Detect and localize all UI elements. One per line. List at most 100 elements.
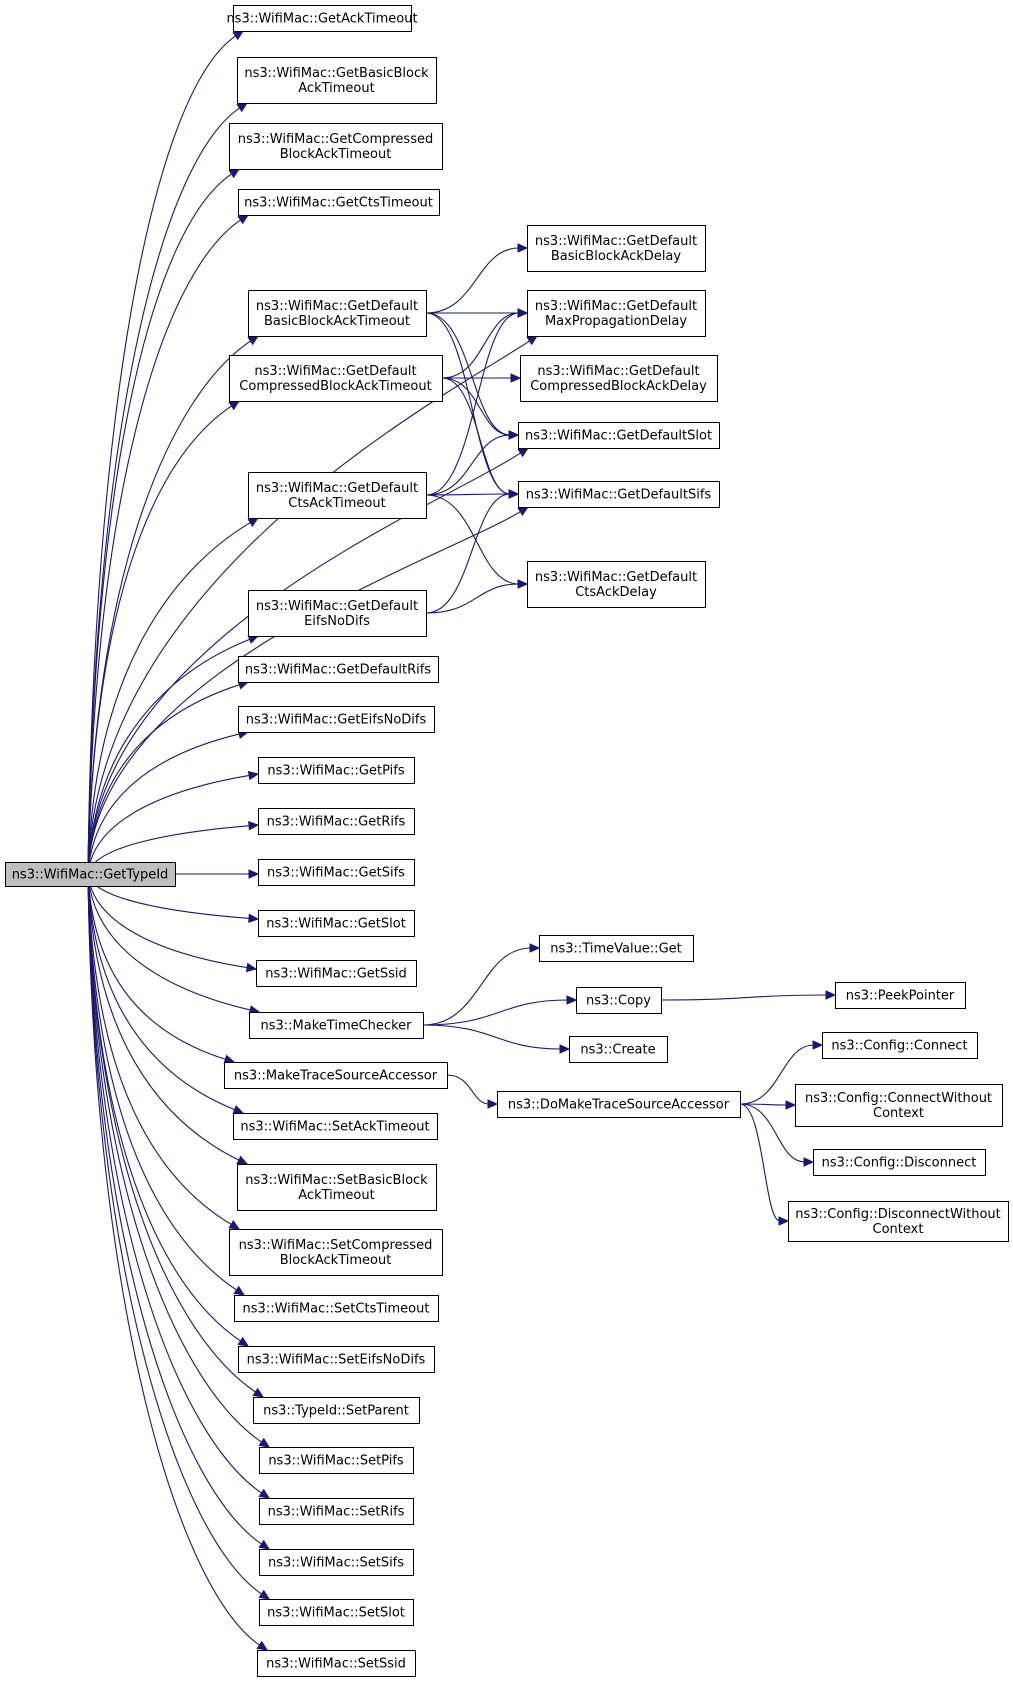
arrowhead [228,400,241,411]
edge-line [87,873,242,1343]
node-set-sifs[interactable]: ns3::WifiMac::SetSifs [259,1549,414,1576]
arrowhead [508,489,520,499]
node-label: ns3::WifiMac::GetTypeId [12,868,169,883]
node-root[interactable]: ns3::WifiMac::GetTypeId [5,862,176,887]
node-config-disconnect[interactable]: ns3::Config::Disconnect [813,1149,986,1176]
arrowhead [825,990,837,1000]
node-box [229,355,443,402]
node-box [224,1062,448,1089]
node-peek-pointer[interactable]: ns3::PeekPointer [835,982,966,1009]
node-label: ns3::WifiMac::GetPifs [267,764,404,779]
node-do-make-trace-source-accessor[interactable]: ns3::DoMakeTraceSourceAccessor [497,1091,741,1118]
node-get-rifs[interactable]: ns3::WifiMac::GetRifs [258,808,415,835]
edge-line [87,873,257,1394]
arrowhead [517,243,529,253]
node-label: AckTimeout [298,1188,374,1203]
node-get-compressed-block-ack-timeout[interactable]: ns3::WifiMac::GetCompressedBlockAckTimeo… [229,123,443,170]
node-set-slot[interactable]: ns3::WifiMac::SetSlot [259,1599,414,1626]
node-config-connect[interactable]: ns3::Config::Connect [822,1032,978,1059]
edge-line [87,873,238,1292]
node-set-eifs-no-difs[interactable]: ns3::WifiMac::SetEifsNoDifs [238,1346,435,1373]
edge-do-make-trace-source-accessor-to-config-connect [739,1040,824,1105]
edge-get-default-cts-ack-timeout-to-get-default-sifs [425,489,520,499]
node-get-default-compressed-block-ack-timeout[interactable]: ns3::WifiMac::GetDefaultCompressedBlockA… [229,355,443,402]
node-box [569,1036,668,1063]
node-set-compressed-block-ack-timeout[interactable]: ns3::WifiMac::SetCompressedBlockAckTimeo… [229,1229,443,1276]
arrowhead [248,913,260,924]
node-box [259,1599,414,1626]
edge-get-default-cts-ack-timeout-to-get-default-max-propagation-delay [425,308,529,496]
node-make-time-checker[interactable]: ns3::MakeTimeChecker [249,1012,424,1039]
arrowhead [566,995,578,1005]
node-set-ack-timeout[interactable]: ns3::WifiMac::SetAckTimeout [233,1113,438,1140]
edge-line [87,404,233,875]
node-label: ns3::WifiMac::GetDefault [254,364,416,379]
edge-make-time-checker-to-copy [422,995,578,1026]
node-get-slot[interactable]: ns3::WifiMac::GetSlot [258,910,415,937]
node-get-default-compressed-block-ack-delay[interactable]: ns3::WifiMac::GetDefaultCompressedBlockA… [520,355,718,402]
node-label: AckTimeout [298,81,374,96]
node-set-parent[interactable]: ns3::TypeId::SetParent [253,1397,420,1424]
arrowhead [233,1285,246,1296]
arrowhead [778,1216,790,1226]
edge-root-to-set-parent [87,873,265,1398]
arrowhead [236,1155,249,1165]
node-get-sifs[interactable]: ns3::WifiMac::GetSifs [258,859,415,886]
node-get-ssid[interactable]: ns3::WifiMac::GetSsid [256,960,417,987]
edge-root-to-get-default-eifs-no-difs [87,635,260,875]
node-box [237,1164,437,1211]
node-get-ack-timeout[interactable]: ns3::WifiMac::GetAckTimeout [226,5,418,32]
node-get-default-slot[interactable]: ns3::WifiMac::GetDefaultSlot [518,422,720,449]
node-make-trace-source-accessor[interactable]: ns3::MakeTraceSourceAccessor [224,1062,448,1089]
node-box [259,1549,414,1576]
node-box [527,290,706,337]
edge-root-to-set-pifs [87,873,271,1448]
node-get-pifs[interactable]: ns3::WifiMac::GetPifs [258,757,415,784]
node-set-pifs[interactable]: ns3::WifiMac::SetPifs [259,1447,414,1474]
node-label: ns3::Copy [586,994,651,1009]
node-get-default-max-propagation-delay[interactable]: ns3::WifiMac::GetDefaultMaxPropagationDe… [527,290,706,337]
arrowhead [247,335,260,346]
node-label: ns3::WifiMac::SetAckTimeout [240,1120,429,1135]
edge-make-trace-source-accessor-to-do-make-trace-source-accessor [446,1074,499,1109]
arrowhead [237,1336,250,1347]
edge-line [660,994,828,1001]
edges-layer [87,30,837,1651]
node-set-cts-timeout[interactable]: ns3::WifiMac::SetCtsTimeout [234,1295,439,1322]
edge-get-default-cts-ack-timeout-to-get-default-slot [425,430,520,496]
node-copy[interactable]: ns3::Copy [576,987,662,1014]
node-label: ns3::WifiMac::SetSsid [266,1657,406,1672]
node-get-cts-timeout[interactable]: ns3::WifiMac::GetCtsTimeout [238,189,440,216]
node-set-ssid[interactable]: ns3::WifiMac::SetSsid [257,1650,416,1677]
node-get-eifs-no-difs[interactable]: ns3::WifiMac::GetEifsNoDifs [238,706,435,733]
node-label: ns3::WifiMac::GetSifs [267,866,405,881]
arrowhead [803,1157,815,1167]
node-get-default-rifs[interactable]: ns3::WifiMac::GetDefaultRifs [238,656,439,683]
node-box [518,422,720,449]
node-box [253,1397,420,1424]
edge-get-default-cts-ack-timeout-to-get-default-cts-ack-delay [425,494,529,589]
node-label: ns3::Config::ConnectWithout [805,1091,992,1106]
edge-line [87,873,263,1444]
node-label: ns3::WifiMac::GetDefault [535,234,697,249]
edge-line [425,312,511,436]
arrowhead [487,1099,499,1109]
arrowhead [236,102,249,113]
edge-root-to-get-pifs [87,770,260,875]
edge-line [87,873,241,1162]
node-set-rifs[interactable]: ns3::WifiMac::SetRifs [259,1498,414,1525]
node-create[interactable]: ns3::Create [569,1036,668,1063]
node-get-default-sifs[interactable]: ns3::WifiMac::GetDefaultSifs [518,481,720,508]
node-label: ns3::WifiMac::GetDefault [256,481,418,496]
edge-root-to-set-compressed-block-ack-timeout [87,873,241,1230]
node-time-value-get[interactable]: ns3::TimeValue::Get [539,935,694,962]
node-get-default-basic-block-ack-delay[interactable]: ns3::WifiMac::GetDefaultBasicBlockAckDel… [527,225,706,272]
node-get-default-basic-block-ack-timeout[interactable]: ns3::WifiMac::GetDefaultBasicBlockAckTim… [248,290,427,337]
